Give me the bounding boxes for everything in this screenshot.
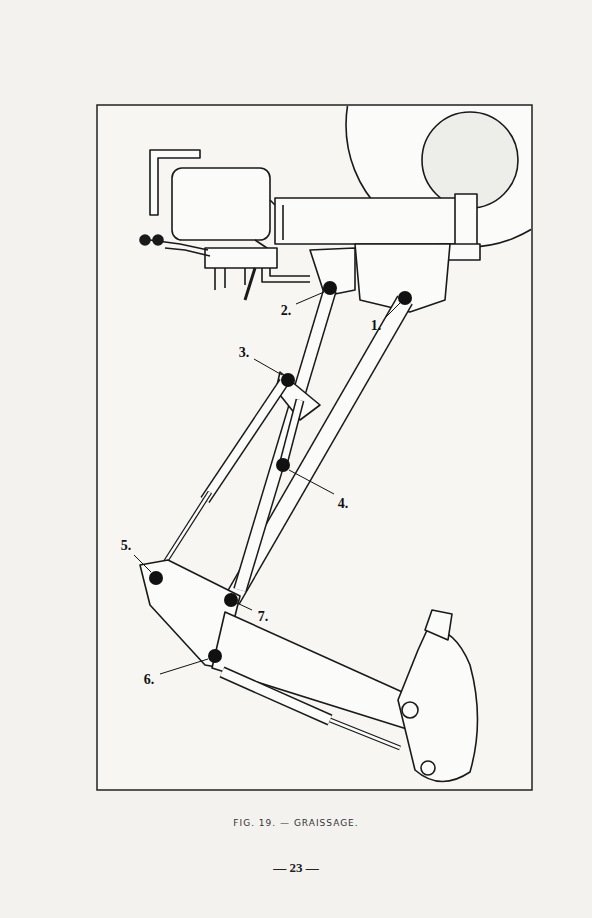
leader-lines xyxy=(134,292,400,674)
figure-caption: FIG. 19. — GRAISSAGE. xyxy=(233,818,358,828)
callout-number: 5. xyxy=(121,538,132,554)
bucket-teeth xyxy=(425,610,452,640)
callout-number: 6. xyxy=(144,672,155,688)
callout-number: 4. xyxy=(338,496,349,512)
mast-bracket xyxy=(310,248,355,296)
callout-number: 2. xyxy=(281,303,292,319)
callout-number: 7. xyxy=(258,609,269,625)
dipper-arm xyxy=(212,612,420,730)
rear-housing xyxy=(275,198,475,244)
bucket xyxy=(398,628,478,782)
control-valve xyxy=(205,248,277,268)
callout-number: 3. xyxy=(239,345,250,361)
grease-points xyxy=(149,281,412,663)
swing-mast xyxy=(355,244,450,312)
figure-frame xyxy=(97,105,532,790)
page-number: — 23 — xyxy=(273,860,319,876)
seat xyxy=(172,168,270,240)
callout-number: 1. xyxy=(371,318,382,334)
